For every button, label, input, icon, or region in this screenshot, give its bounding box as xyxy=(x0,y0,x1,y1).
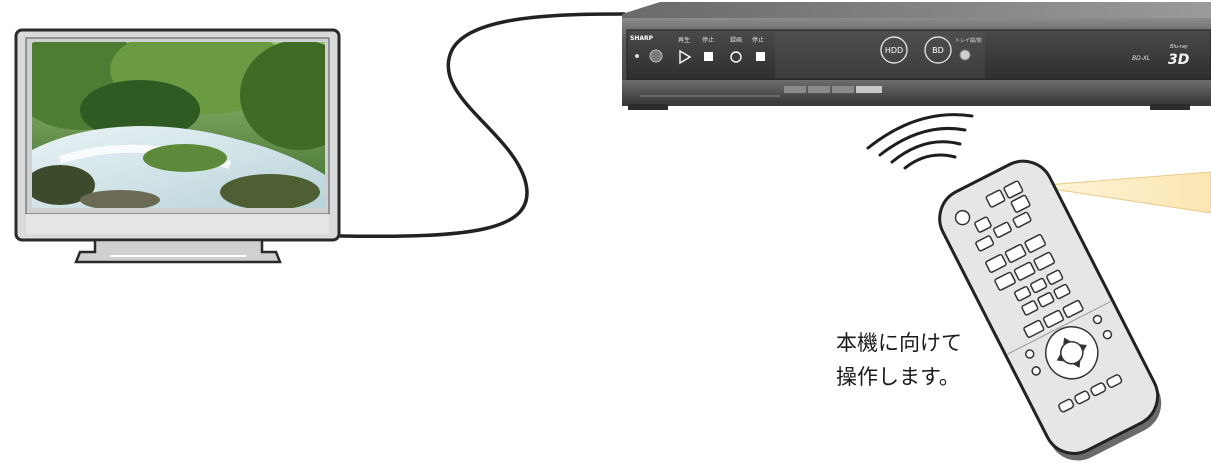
cable-tv-to-recorder xyxy=(340,14,625,236)
caption-line-1: 本機に向けて xyxy=(836,326,962,360)
model-label: BD-XL xyxy=(1132,55,1150,62)
caption-line-2: 操作します。 xyxy=(836,360,962,394)
bd-recorder: SHARP 再生 停止 録画 停止 HDD BD トレイ開/閉 BD-XL Bl… xyxy=(622,2,1211,110)
recorder-brand: SHARP xyxy=(630,35,654,42)
stop-button-1[interactable] xyxy=(704,52,713,61)
tv-screen xyxy=(10,25,360,210)
tray-label: トレイ開/閉 xyxy=(955,38,982,44)
bd-label: BD xyxy=(932,46,944,55)
stop-button-2[interactable] xyxy=(756,52,765,61)
hdd-label: HDD xyxy=(885,46,903,55)
signal-waves-icon xyxy=(868,115,972,168)
play-label: 再生 xyxy=(678,36,690,44)
stop-label-2: 停止 xyxy=(752,36,764,44)
3d-logo: 3D xyxy=(1168,52,1189,68)
power-indicator xyxy=(635,54,639,58)
television xyxy=(10,25,360,262)
bluray-logo: Blu-ray xyxy=(1170,44,1189,50)
caption: 本機に向けて 操作します。 xyxy=(836,326,962,394)
record-label: 録画 xyxy=(730,36,742,44)
power-button[interactable] xyxy=(650,50,662,62)
tray-button[interactable] xyxy=(960,50,970,60)
stop-label-1: 停止 xyxy=(702,36,714,44)
